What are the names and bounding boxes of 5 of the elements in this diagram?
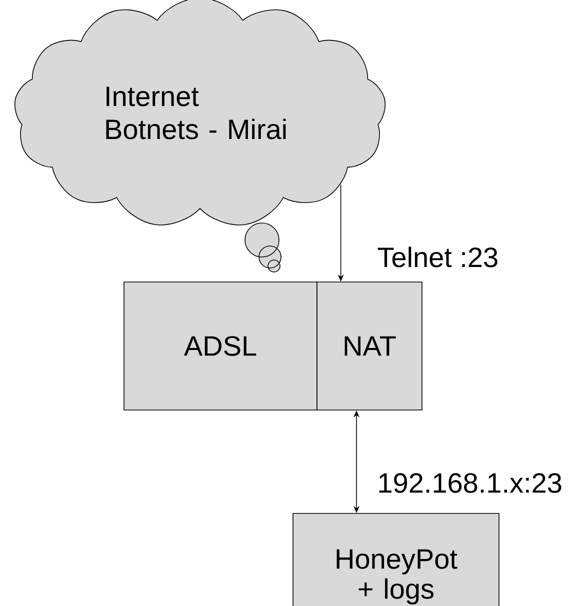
edge-label: Telnet :23: [378, 246, 498, 268]
process-box: ADSL: [124, 282, 318, 410]
edge-label: 192.168.1.x:23: [379, 473, 562, 493]
process-box: HoneyPot + logs: [292, 513, 500, 606]
process-box: NAT: [316, 282, 422, 410]
